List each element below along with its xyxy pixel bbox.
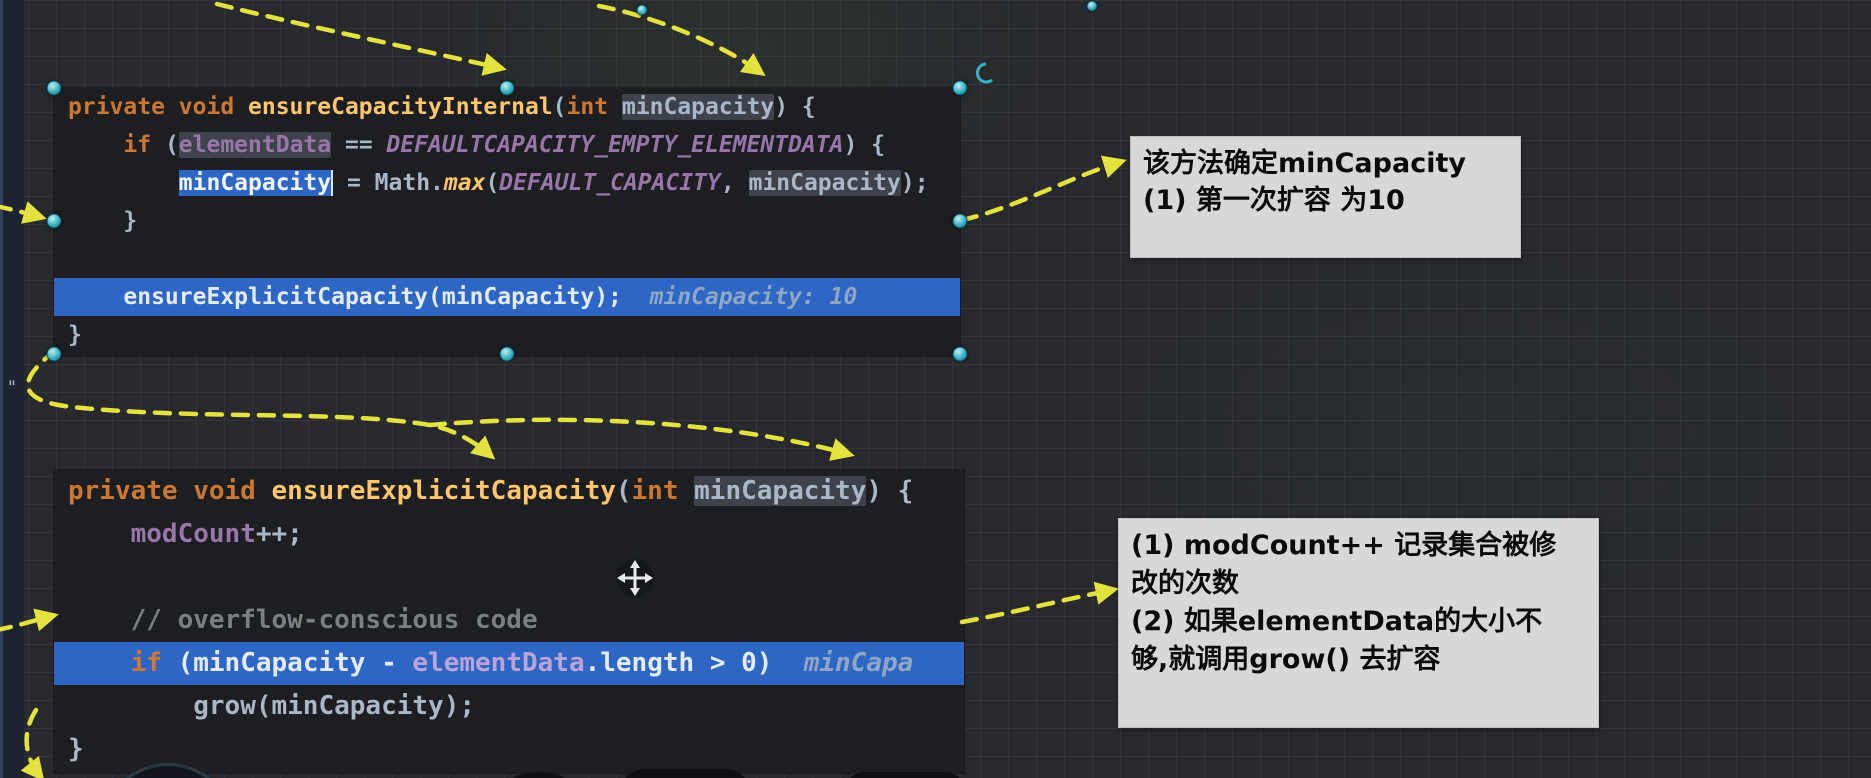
dashed-arrow-swoosh xyxy=(25,347,496,460)
code-token: ) { xyxy=(866,476,914,506)
dashed-arrow-to-note1 xyxy=(959,155,1127,223)
code-token: ) { xyxy=(774,94,816,120)
code-line[interactable]: } xyxy=(54,202,960,240)
code-token: private void xyxy=(68,94,249,120)
code-token: minCapacity xyxy=(694,476,867,506)
code-token: ensureExplicitCapacity xyxy=(271,476,616,506)
code-token: ) { xyxy=(843,132,886,158)
dashed-arrow-to-note2 xyxy=(959,581,1119,625)
code-line[interactable]: } xyxy=(54,728,964,771)
selection-handle-top-right[interactable] xyxy=(952,80,968,96)
selection-handle-top-mid[interactable] xyxy=(499,80,515,96)
code-token xyxy=(68,284,123,310)
code-line[interactable]: // overflow-conscious code xyxy=(54,599,964,642)
code-token xyxy=(68,132,123,158)
code-token xyxy=(68,519,131,549)
code-token: minCapacity xyxy=(178,170,334,196)
code-line[interactable]: private void ensureCapacityInternal(int … xyxy=(54,88,960,126)
code-token: if xyxy=(123,132,165,158)
code-token: ); xyxy=(900,170,929,196)
code-line[interactable]: grow(minCapacity); xyxy=(54,685,964,728)
code-line[interactable] xyxy=(54,556,964,599)
bottom-artifact xyxy=(845,772,965,778)
code-token: // overflow-conscious code xyxy=(130,605,538,635)
code-token xyxy=(68,605,131,635)
code-token: ensureExplicitCapacity xyxy=(123,284,429,310)
selection-handle-bottom-left[interactable] xyxy=(46,346,62,362)
selection-handle-bottom-mid[interactable] xyxy=(499,346,515,362)
code-line[interactable]: minCapacity = Math.max(DEFAULT_CAPACITY,… xyxy=(54,164,960,202)
code-line[interactable] xyxy=(54,240,960,278)
bottom-artifact xyxy=(620,769,750,778)
code-line[interactable]: ensureExplicitCapacity(minCapacity); min… xyxy=(54,278,960,316)
window-left-edge: " xyxy=(0,0,24,778)
dashed-arrow-top-mid xyxy=(596,3,766,77)
selection-handle-mid-right[interactable] xyxy=(952,213,968,229)
code-token: minCapa xyxy=(772,648,914,678)
code-token: minCapacity: 10 xyxy=(649,284,858,310)
selection-handle-stray-1[interactable] xyxy=(636,4,648,16)
code-line[interactable]: modCount++; xyxy=(54,513,964,556)
selection-handle-top-left[interactable] xyxy=(46,80,62,96)
annotation-text-line: 该方法确定minCapacity xyxy=(1143,148,1466,179)
code-token: DEFAULTCAPACITY_EMPTY_ELEMENTDATA xyxy=(386,132,844,158)
code-token: = Math. xyxy=(333,170,444,196)
code-line[interactable]: } xyxy=(54,316,960,354)
gutter-mark: " xyxy=(8,378,16,398)
selection-handle-mid-left[interactable] xyxy=(46,213,62,229)
code-token: max xyxy=(443,170,486,196)
code-token: if xyxy=(130,648,178,678)
code-token: private void xyxy=(68,476,272,506)
code-snippet-ensureCapacityInternal[interactable]: private void ensureCapacityInternal(int … xyxy=(54,88,960,356)
code-token: int xyxy=(631,476,695,506)
code-token: elementData xyxy=(178,132,332,158)
code-token: ( xyxy=(615,476,632,506)
code-line[interactable]: if (elementData == DEFAULTCAPACITY_EMPTY… xyxy=(54,126,960,164)
code-token: modCount xyxy=(130,519,256,549)
code-token xyxy=(68,648,131,678)
code-token: } xyxy=(68,734,84,764)
annotation-text-line: 够,就调用grow() 去扩容 xyxy=(1131,644,1441,675)
annotation-text-line: (1) modCount++ 记录集合被修 xyxy=(1131,530,1557,561)
code-token: elementData xyxy=(412,648,585,678)
code-token: == xyxy=(331,132,387,158)
code-token: ( xyxy=(485,170,500,196)
dashed-arrow-bottom-left xyxy=(20,707,45,778)
dashed-arrow-swoosh-branch xyxy=(427,417,855,461)
code-line[interactable]: if (minCapacity - elementData.length > 0… xyxy=(54,642,964,685)
annotation-text-line: (2) 如果elementData的大小不 xyxy=(1131,606,1543,637)
code-token: minCapacity xyxy=(748,170,901,196)
code-token xyxy=(68,170,179,196)
code-token: minCapacity xyxy=(621,94,775,120)
code-token: ++; xyxy=(255,519,303,549)
code-token: grow(minCapacity); xyxy=(193,691,475,721)
code-token: } xyxy=(68,208,138,234)
code-snippet-ensureExplicitCapacity[interactable]: private void ensureExplicitCapacity(int … xyxy=(54,470,964,773)
code-token: ; xyxy=(608,284,650,310)
code-token xyxy=(68,691,193,721)
code-token: .length > 0) xyxy=(584,648,773,678)
selection-handle-bottom-right[interactable] xyxy=(952,346,968,362)
annotation-box-2[interactable]: (1) modCount++ 记录集合被修改的次数 (2) 如果elementDa… xyxy=(1118,518,1599,728)
selection-handle-stray-2[interactable] xyxy=(1086,0,1098,12)
code-token: , xyxy=(720,170,749,196)
rotate-handle-icon[interactable] xyxy=(975,62,993,84)
code-token: } xyxy=(68,322,82,348)
code-token: int xyxy=(566,94,622,120)
code-line[interactable]: private void ensureExplicitCapacity(int … xyxy=(54,470,964,513)
code-token: (minCapacity - xyxy=(177,648,413,678)
code-token: DEFAULT_CAPACITY xyxy=(499,170,721,196)
bottom-artifact xyxy=(494,772,584,778)
annotation-text-line: 改的次数 xyxy=(1131,568,1239,599)
dashed-arrow-top-left xyxy=(214,1,507,76)
code-token: ensureCapacityInternal xyxy=(248,94,553,120)
code-token: ( xyxy=(164,132,179,158)
annotation-box-1[interactable]: 该方法确定minCapacity (1) 第一次扩容 为10 xyxy=(1130,136,1521,258)
code-token: ( xyxy=(552,94,567,120)
annotation-text-line: (1) 第一次扩容 为10 xyxy=(1143,185,1405,216)
code-token: (minCapacity) xyxy=(428,284,609,310)
